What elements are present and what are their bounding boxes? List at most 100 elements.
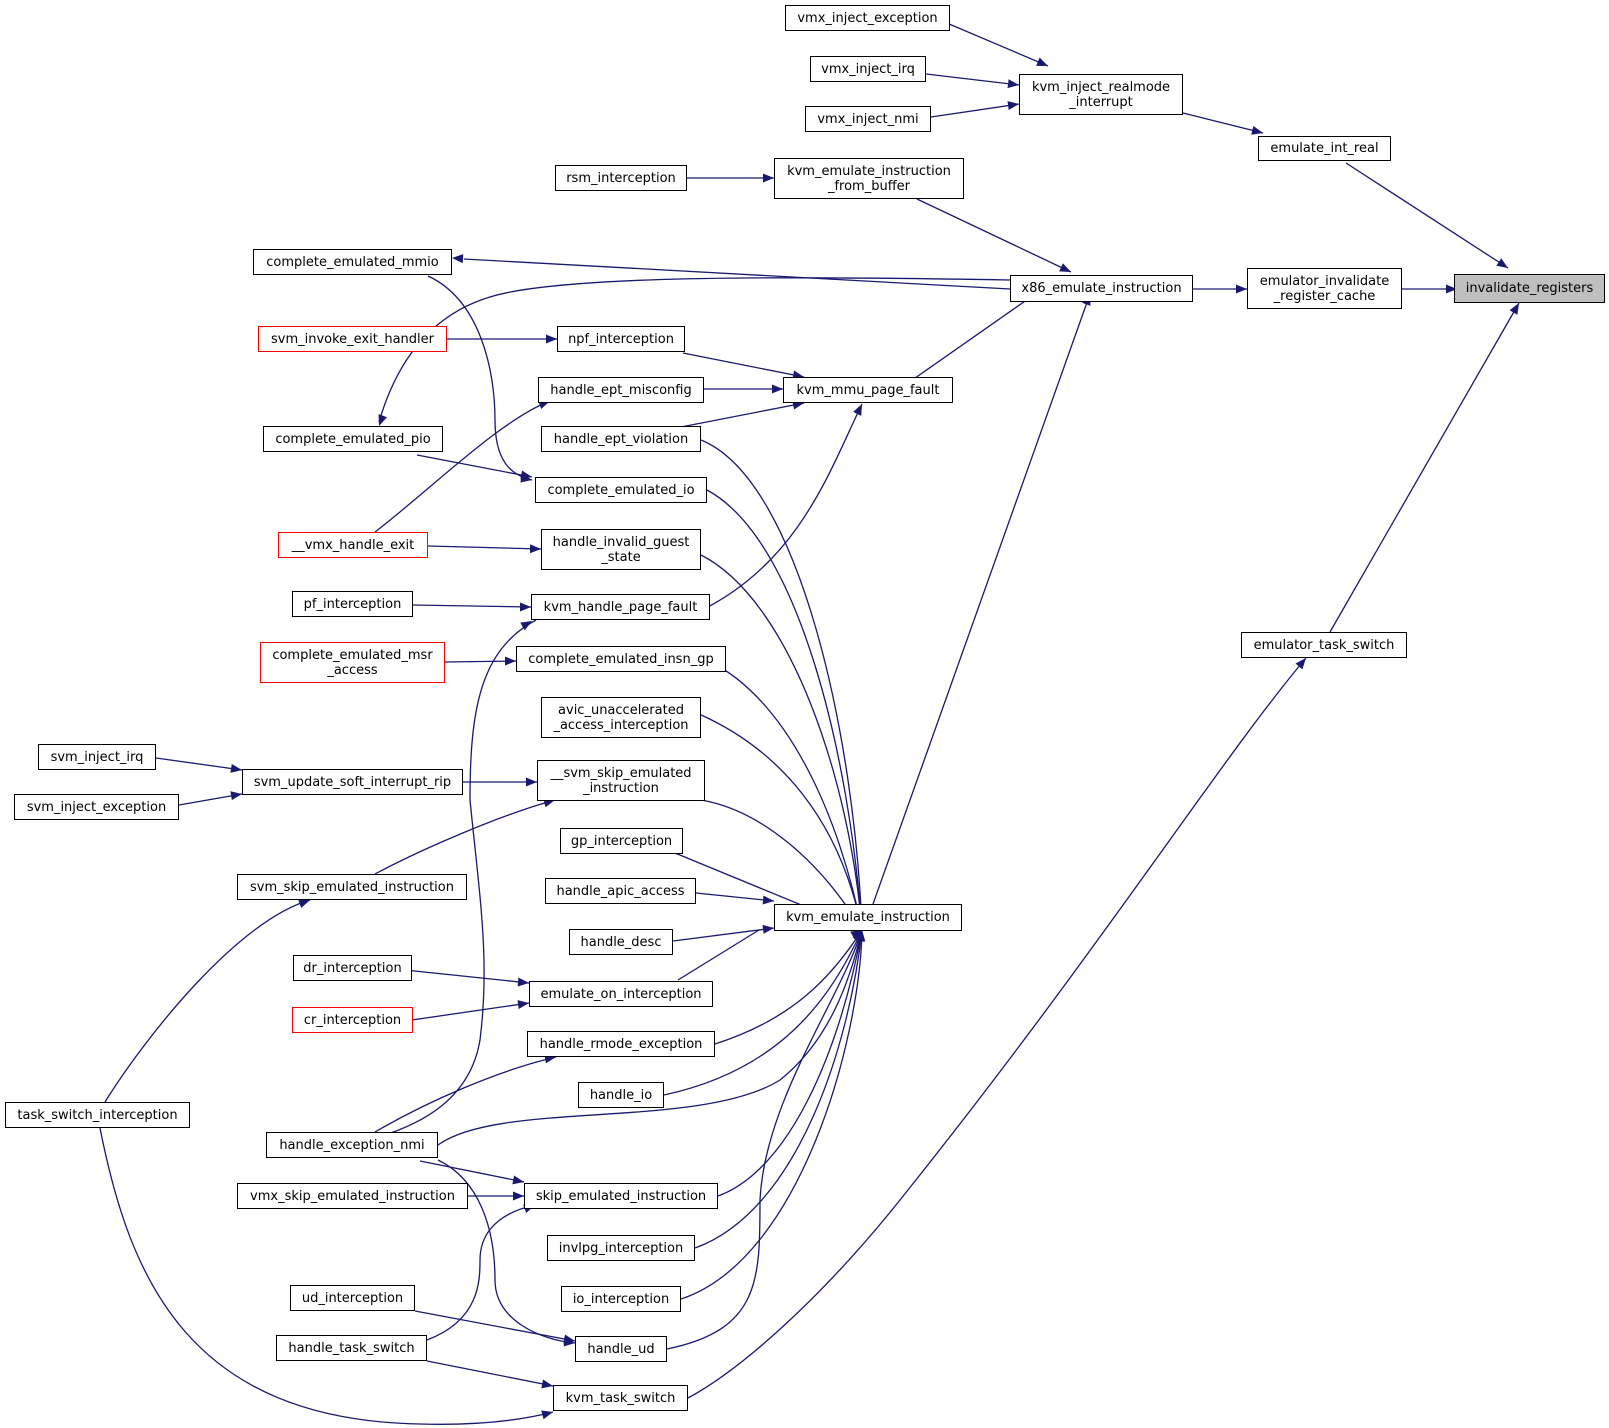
node-emulator-task-switch[interactable]: emulator_task_switch — [1241, 632, 1407, 658]
node-svm-inject-irq[interactable]: svm_inject_irq — [38, 744, 156, 770]
node-cr-interception[interactable]: cr_interception — [292, 1007, 413, 1033]
node-handle-desc[interactable]: handle_desc — [569, 929, 673, 955]
node-emulate-int-real[interactable]: emulate_int_real — [1258, 136, 1391, 161]
node-vmx-handle-exit[interactable]: __vmx_handle_exit — [278, 532, 428, 558]
edge-arrowhead — [520, 602, 531, 612]
node-handle-ept-misconfig[interactable]: handle_ept_misconfig — [538, 377, 704, 403]
node-x86-emulate-instruction[interactable]: x86_emulate_instruction — [1010, 275, 1193, 302]
node-complete-emulated-pio[interactable]: complete_emulated_pio — [263, 426, 443, 452]
node-complete-emulated-mmio[interactable]: complete_emulated_mmio — [253, 249, 452, 275]
call-edge — [414, 1310, 576, 1342]
call-edge — [717, 929, 863, 1197]
node-kvm-handle-page-fault[interactable]: kvm_handle_page_fault — [531, 594, 710, 620]
call-edge — [1345, 162, 1509, 269]
call-edge — [698, 713, 863, 931]
node-ud-interception[interactable]: ud_interception — [290, 1285, 415, 1311]
edge-arrowhead — [1496, 258, 1508, 268]
call-edge — [412, 604, 532, 608]
node-handle-io[interactable]: handle_io — [578, 1082, 664, 1108]
node-dr-interception[interactable]: dr_interception — [293, 955, 412, 981]
node-avic-unaccelerated-access-interception[interactable]: avic_unaccelerated _access_interception — [541, 697, 701, 738]
node-svm-skip-emulated-instruction-inner[interactable]: __svm_skip_emulated _instruction — [537, 760, 705, 801]
call-edge — [404, 969, 530, 984]
call-edge — [437, 929, 863, 1146]
node-kvm-task-switch[interactable]: kvm_task_switch — [553, 1385, 688, 1411]
node-kvm-inject-realmode-interrupt[interactable]: kvm_inject_realmode _interrupt — [1019, 74, 1183, 115]
node-invlpg-interception[interactable]: invlpg_interception — [547, 1235, 695, 1261]
node-handle-invalid-guest-state[interactable]: handle_invalid_guest _state — [541, 529, 701, 570]
node-kvm-mmu-page-fault[interactable]: kvm_mmu_page_fault — [783, 377, 953, 403]
call-edge — [416, 454, 533, 478]
call-edge — [99, 1127, 554, 1425]
call-edge — [695, 892, 775, 902]
node-complete-emulated-insn-gp[interactable]: complete_emulated_insn_gp — [516, 646, 726, 672]
edge-arrowhead — [763, 173, 774, 183]
call-edge — [426, 1204, 536, 1341]
node-kvm-emulate-instruction[interactable]: kvm_emulate_instruction — [774, 904, 962, 931]
node-vmx-inject-nmi[interactable]: vmx_inject_nmi — [805, 106, 931, 132]
node-handle-apic-access[interactable]: handle_apic_access — [545, 878, 696, 904]
edge-arrowhead — [1059, 263, 1071, 272]
node-io-interception[interactable]: io_interception — [561, 1286, 681, 1312]
node-handle-ud[interactable]: handle_ud — [575, 1336, 667, 1362]
edge-arrowhead — [1446, 284, 1457, 294]
node-task-switch-interception[interactable]: task_switch_interception — [5, 1102, 190, 1128]
node-svm-inject-exception[interactable]: svm_inject_exception — [14, 794, 179, 820]
node-gp-interception[interactable]: gp_interception — [560, 828, 683, 854]
call-edge — [706, 659, 863, 931]
edge-arrowhead — [298, 899, 310, 908]
node-kvm-emulate-instruction-from-buffer[interactable]: kvm_emulate_instruction _from_buffer — [774, 158, 964, 199]
call-edge — [680, 929, 863, 1300]
node-handle-rmode-exception[interactable]: handle_rmode_exception — [527, 1031, 715, 1057]
call-edge — [694, 929, 863, 1249]
edge-arrowhead — [526, 777, 537, 787]
call-edge — [706, 489, 863, 931]
call-edge — [1329, 302, 1520, 633]
node-handle-task-switch[interactable]: handle_task_switch — [276, 1335, 427, 1361]
call-edge — [700, 554, 863, 931]
edge-arrowhead — [541, 1379, 553, 1389]
call-edge — [934, 17, 1049, 67]
node-handle-exception-nmi[interactable]: handle_exception_nmi — [266, 1132, 438, 1158]
node-skip-emulated-instruction[interactable]: skip_emulated_instruction — [524, 1183, 718, 1209]
node-handle-ept-violation[interactable]: handle_ept_violation — [541, 426, 701, 452]
edge-arrowhead — [1236, 284, 1247, 294]
call-edge — [404, 1002, 530, 1022]
edge-arrowhead — [520, 621, 532, 631]
call-edge — [374, 1056, 557, 1133]
call-edge — [374, 799, 556, 875]
edge-arrowhead — [772, 384, 783, 394]
edge-arrowhead — [1295, 658, 1306, 670]
node-svm-skip-emulated-instruction[interactable]: svm_skip_emulated_instruction — [237, 874, 467, 900]
node-rsm-interception[interactable]: rsm_interception — [555, 165, 687, 191]
node-emulate-on-interception[interactable]: emulate_on_interception — [529, 981, 713, 1007]
call-edge — [155, 757, 243, 771]
call-edge — [714, 929, 863, 1045]
call-edge — [703, 403, 863, 610]
call-edge — [426, 1360, 554, 1387]
edge-arrowhead — [762, 895, 774, 905]
node-vmx-inject-irq[interactable]: vmx_inject_irq — [810, 56, 926, 82]
call-edge — [872, 293, 1091, 905]
node-vmx-skip-emulated-instruction[interactable]: vmx_skip_emulated_instruction — [237, 1183, 468, 1209]
edge-arrowhead — [762, 924, 774, 934]
edge-arrowhead — [517, 977, 529, 987]
edge-arrowhead — [1509, 303, 1519, 315]
edge-arrowhead — [1007, 79, 1019, 89]
node-complete-emulated-msr-access[interactable]: complete_emulated_msr _access — [260, 642, 445, 683]
call-edge — [672, 927, 775, 942]
edge-arrowhead — [563, 1334, 575, 1344]
edge-arrowhead — [529, 544, 541, 554]
edge-arrowhead — [378, 414, 387, 426]
node-complete-emulated-io[interactable]: complete_emulated_io — [535, 477, 707, 503]
node-vmx-inject-exception[interactable]: vmx_inject_exception — [785, 5, 950, 31]
node-emulator-invalidate-register-cache[interactable]: emulator_invalidate _register_cache — [1247, 268, 1402, 309]
call-edge — [930, 103, 1020, 118]
call-edge — [427, 275, 533, 481]
call-edge — [680, 402, 805, 428]
node-svm-invoke-exit-handler[interactable]: svm_invoke_exit_handler — [258, 326, 447, 352]
node-npf-interception[interactable]: npf_interception — [557, 326, 685, 352]
node-svm-update-soft-interrupt-rip[interactable]: svm_update_soft_interrupt_rip — [242, 769, 463, 795]
node-pf-interception[interactable]: pf_interception — [292, 591, 413, 617]
call-edge — [687, 657, 1307, 1399]
